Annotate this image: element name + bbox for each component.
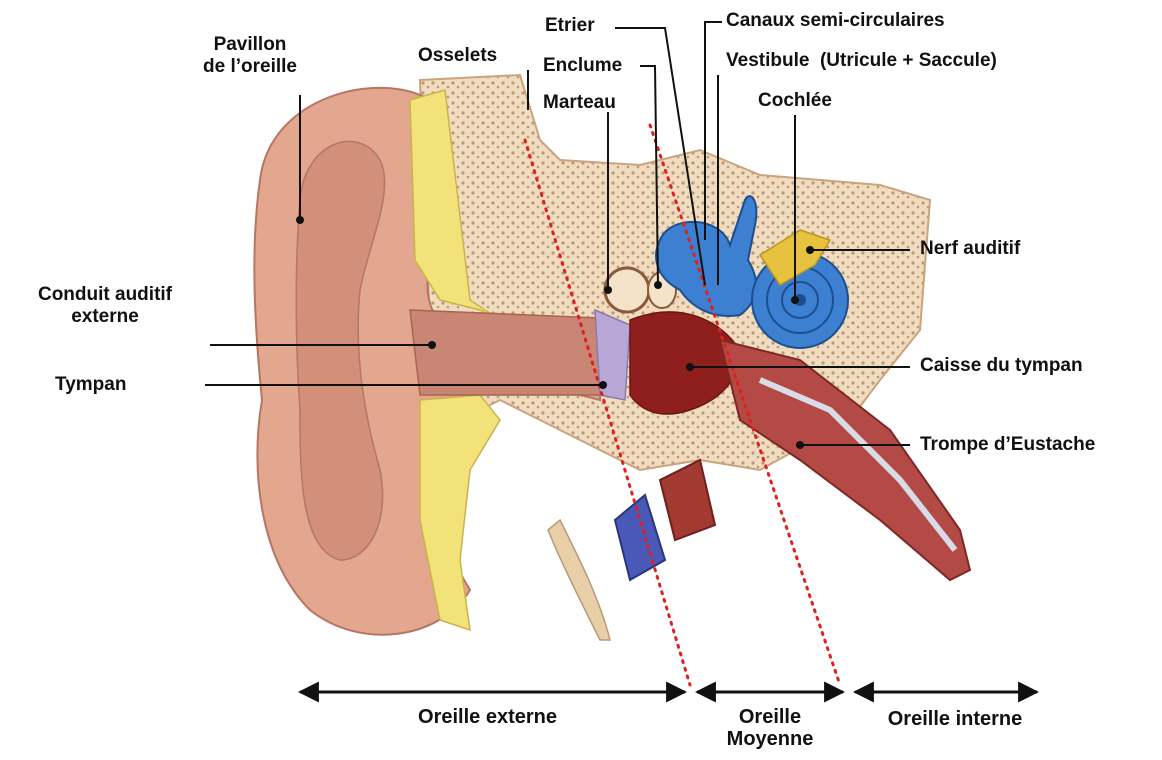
label-caisse: Caisse du tympan — [920, 355, 1083, 377]
label-osselets: Osselets — [418, 45, 497, 67]
dot-trompe — [796, 441, 804, 449]
dot-cochlee — [791, 296, 799, 304]
label-vestibule-detail: (Utricule + Saccule) — [820, 50, 997, 71]
label-vestibule-name: Vestibule — [726, 50, 809, 71]
dot-marteau — [604, 286, 612, 294]
styloid-process — [548, 520, 610, 640]
label-trompe: Trompe d’Eustache — [920, 434, 1095, 456]
dot-conduit — [428, 341, 436, 349]
artery-shape — [660, 460, 715, 540]
dot-enclume — [654, 281, 662, 289]
ear-canal — [410, 310, 605, 395]
label-vestibule: Vestibule (Utricule + Saccule) — [726, 50, 997, 72]
dot-caisse — [686, 363, 694, 371]
section-oreille-externe: Oreille externe — [350, 706, 625, 728]
dot-nerf — [806, 246, 814, 254]
dot-pavillon — [296, 216, 304, 224]
label-nerf: Nerf auditif — [920, 238, 1020, 260]
label-conduit: Conduit auditif externe — [10, 284, 200, 328]
label-tympan: Tympan — [55, 374, 126, 396]
label-canaux: Canaux semi-circulaires — [726, 10, 945, 32]
vein-shape — [615, 495, 665, 580]
section-oreille-interne: Oreille interne — [855, 708, 1055, 730]
label-marteau: Marteau — [543, 92, 616, 114]
dot-tympan — [599, 381, 607, 389]
label-enclume: Enclume — [543, 55, 622, 77]
label-pavillon: Pavillon de l’oreille — [190, 34, 310, 78]
section-oreille-moyenne: Oreille Moyenne — [700, 706, 840, 750]
label-etrier: Etrier — [545, 15, 595, 37]
label-cochlee: Cochlée — [758, 90, 832, 112]
